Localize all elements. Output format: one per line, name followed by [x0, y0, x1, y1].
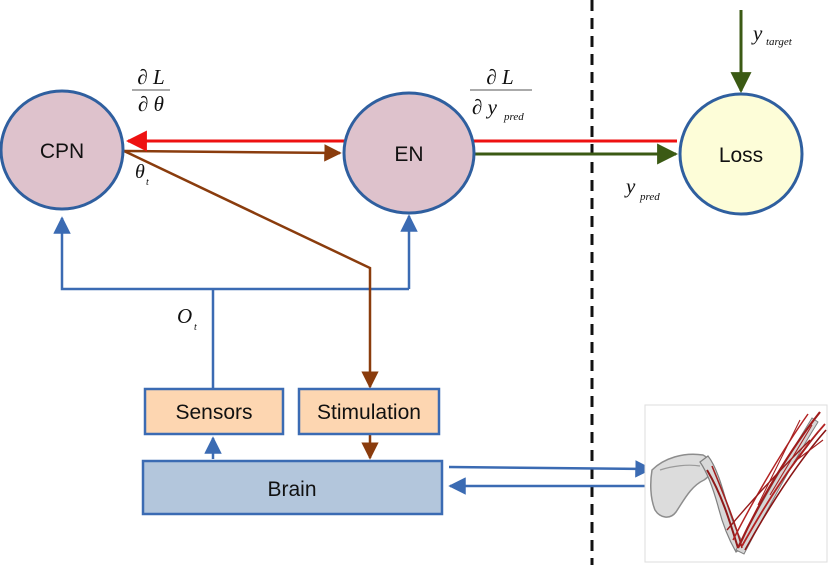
brain-label: Brain — [267, 478, 316, 501]
loss-node: Loss — [678, 92, 804, 216]
o-t-label: O t — [177, 304, 197, 333]
y-target-sub: target — [766, 36, 793, 48]
cpn-to-stimulation-arrow — [123, 149, 379, 389]
brain-box: Brain — [141, 459, 444, 516]
en-node: EN — [342, 91, 476, 215]
dL-dtheta-numerator: ∂ L — [137, 65, 164, 89]
theta-t-label: θ t — [135, 161, 149, 188]
loss-label: Loss — [719, 144, 763, 167]
brain-to-arm-arrow — [448, 460, 653, 478]
dL-dypred-fraction: ∂ L ∂ y pred — [470, 65, 532, 123]
cpn-node: CPN — [0, 89, 125, 211]
feedback-to-cpn-arrow — [53, 216, 409, 291]
dL-dypred-subscript: pred — [503, 111, 524, 123]
dL-dtheta-denominator: ∂ θ — [138, 92, 164, 116]
en-label: EN — [394, 143, 423, 166]
o-sub: t — [194, 322, 197, 333]
y-target-label: y target — [751, 21, 793, 48]
cpn-label: CPN — [40, 140, 84, 163]
musculoskeletal-arm-icon — [644, 404, 828, 563]
y-pred-label: y pred — [624, 174, 660, 203]
sensors-label: Sensors — [175, 401, 252, 424]
theta-main: θ — [135, 161, 145, 183]
cpn-to-en-arrow — [123, 144, 342, 162]
stimulation-label: Stimulation — [317, 401, 421, 424]
stimulation-box: Stimulation — [297, 387, 441, 436]
dL-dtheta-fraction: ∂ L ∂ θ — [132, 65, 170, 116]
y-pred-sub: pred — [639, 191, 660, 203]
y-target-main: y — [751, 21, 763, 45]
o-main: O — [177, 304, 192, 328]
sensors-box: Sensors — [143, 387, 285, 436]
dL-dypred-denominator: ∂ y — [472, 95, 498, 119]
theta-sub: t — [146, 177, 149, 188]
y-pred-main: y — [624, 174, 636, 198]
dL-dypred-numerator: ∂ L — [486, 65, 513, 89]
